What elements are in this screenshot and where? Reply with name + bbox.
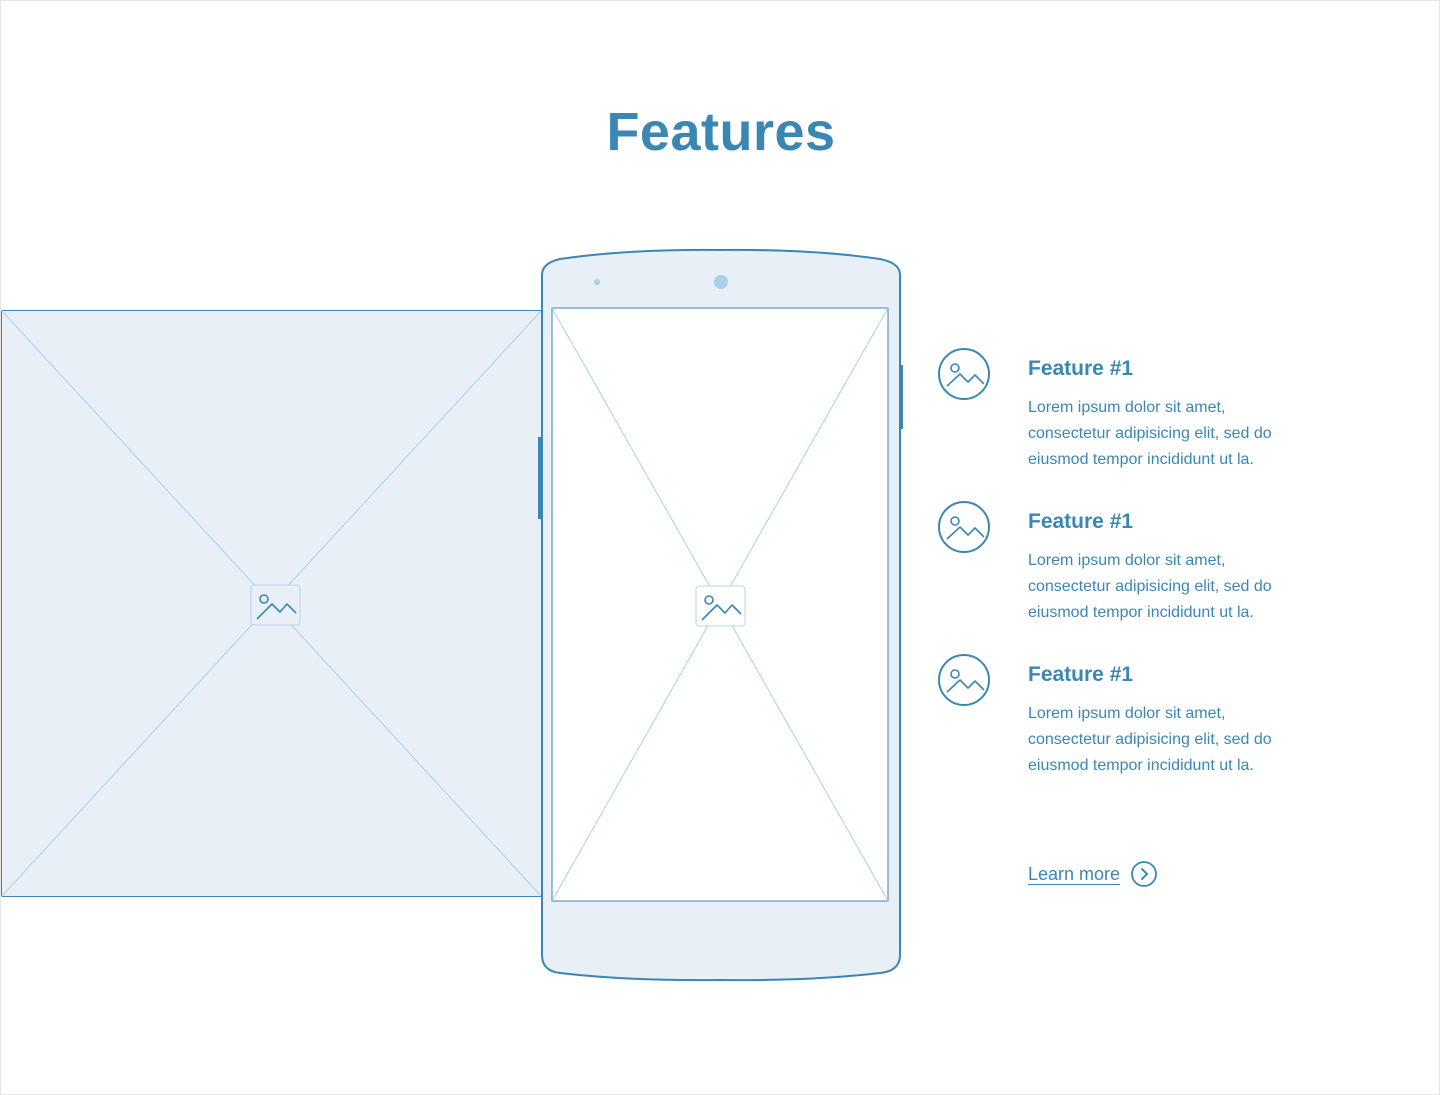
feature-item-2: Feature #1 Lorem ipsum dolor sit amet, c… (937, 500, 1377, 640)
image-icon (938, 501, 990, 553)
feature-item-3: Feature #1 Lorem ipsum dolor sit amet, c… (937, 653, 1377, 793)
page-title: Features (606, 102, 836, 162)
feature-item-1: Feature #1 Lorem ipsum dolor sit amet, c… (937, 347, 1377, 487)
learn-more-label: Learn more (1028, 863, 1121, 884)
feature-description: Lorem ipsum dolor sit amet, consectetur … (1028, 552, 1272, 621)
feature-title: Feature #1 (1028, 663, 1134, 686)
image-icon (938, 654, 990, 706)
image-icon (250, 584, 301, 626)
learn-more-link[interactable]: Learn more (1028, 859, 1158, 889)
feature-description: Lorem ipsum dolor sit amet, consectetur … (1028, 705, 1272, 774)
image-icon (695, 585, 746, 627)
feature-title: Feature #1 (1028, 510, 1134, 533)
image-icon (938, 348, 990, 400)
feature-description: Lorem ipsum dolor sit amet, consectetur … (1028, 399, 1272, 468)
large-image-placeholder (0, 309, 543, 898)
chevron-right-circle-icon (1131, 861, 1157, 887)
phone-mockup (538, 247, 904, 983)
feature-title: Feature #1 (1028, 357, 1134, 380)
